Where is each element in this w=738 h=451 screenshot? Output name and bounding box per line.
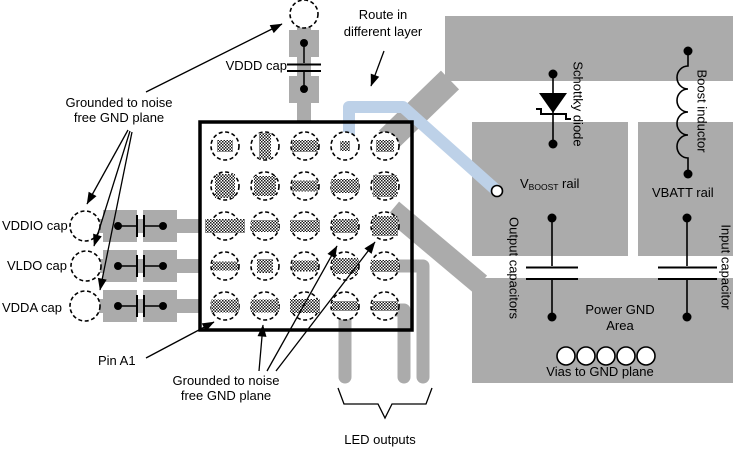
arrow-to-gnd-pad-2 (266, 245, 338, 372)
arrow-to-gnd-pad-3 (275, 241, 376, 372)
diagonal-trace-gnd (384, 201, 488, 293)
power-gnd-plane (472, 278, 733, 383)
bga-pad-fill (292, 140, 318, 152)
power-gnd-area-label: Power GND Area (585, 302, 655, 333)
pin-a1-label: Pin A1 (98, 353, 136, 368)
arrow-to-vdda-via (97, 131, 133, 291)
bga-pad-fill (331, 179, 359, 193)
vboost-route-other-layer (343, 101, 502, 196)
output-capacitor-symbol (526, 213, 578, 322)
annotation-arrows (86, 23, 433, 420)
output-capacitors-label: Output capacitors (506, 217, 522, 319)
vldo-cap-symbol (114, 255, 167, 277)
bga-pad-fill (372, 301, 398, 311)
bga-pad-fill (373, 175, 397, 197)
schottky-diode-label: Schottky diode (570, 61, 586, 147)
vddio-cap-label: VDDIO cap (2, 218, 68, 233)
vddd-cap-footprint (289, 14, 319, 122)
vdda-cap-label: VDDA cap (2, 300, 62, 315)
vddio-cap-symbol (114, 215, 167, 237)
gnd-via (556, 346, 576, 366)
bga-pad-fill (371, 260, 399, 272)
vddio-gnd-via (69, 210, 101, 242)
led-outputs-brace (337, 387, 433, 420)
bga-pad-fill (211, 299, 239, 313)
boost-inductor-symbol (676, 46, 693, 179)
chip-outline (198, 120, 414, 332)
vddd-gnd-via (289, 0, 319, 29)
arrow-to-vddio-via (86, 129, 129, 205)
bga-pad-fill (290, 299, 320, 313)
bga-pad-fill (212, 261, 238, 271)
arrow-to-gnd-pad-1 (257, 324, 267, 372)
bga-pad-fill (205, 219, 245, 233)
diagonal-trace-top (378, 70, 460, 150)
grounded-noise-label-bottom: Grounded to noise free GND plane (172, 373, 280, 403)
arrow-to-pin-a1 (145, 321, 215, 359)
bga-pad-fill (332, 258, 358, 274)
bga-pad-fill (251, 220, 279, 232)
vddd-cap-symbol (287, 39, 321, 93)
vboost-rail-label: VBOOST rail (520, 176, 580, 192)
vdda-gnd-via (69, 290, 101, 322)
vbatt-rail-label: VBATT rail (652, 185, 714, 200)
schottky-diode-symbol (536, 69, 571, 149)
led-outputs-label: LED outputs (344, 432, 416, 447)
vddd-cap-label: VDDD cap (225, 58, 287, 73)
grounded-noise-label-top: Grounded to noise free GND plane (65, 95, 173, 125)
vdda-cap-symbol (114, 295, 167, 317)
bga-pad-fill (251, 299, 279, 313)
bga-pad-fill (215, 174, 235, 198)
bga-pad-fill (292, 260, 318, 272)
gnd-via (636, 346, 656, 366)
vbatt-plane (638, 122, 733, 256)
bga-pad-fill (332, 301, 358, 311)
vboost-route-via (490, 184, 504, 198)
bga-pad-fill (332, 219, 358, 233)
boost-inductor-label: Boost inductor (694, 69, 710, 153)
input-capacitor-label: Input capacitor (718, 224, 734, 310)
route-different-layer-label: Route in different layer (343, 7, 423, 39)
arrow-to-blue-route (370, 50, 385, 87)
vldo-cap-label: VLDO cap (7, 258, 67, 273)
bga-pad-fill (340, 141, 350, 151)
bga-pad-grid (205, 131, 400, 321)
bga-pad-fill (376, 140, 394, 152)
input-capacitor-symbol (658, 213, 717, 322)
vldo-gnd-via (70, 250, 102, 282)
arrow-to-vldo-via (93, 130, 131, 247)
bga-pad-fill (217, 140, 233, 152)
gnd-via (596, 346, 616, 366)
bga-pad-fill (290, 220, 320, 232)
bga-pad-fill (292, 180, 318, 192)
gnd-plane-vias (556, 346, 656, 366)
bga-pad-fill (257, 259, 273, 273)
bga-pad-fill (254, 176, 276, 196)
bga-pad-fill (259, 133, 271, 159)
vias-to-gnd-label: Vias to GND plane (546, 364, 654, 379)
bga-pad-fill (372, 216, 398, 236)
gnd-via (576, 346, 596, 366)
gnd-via (616, 346, 636, 366)
arrow-to-vddd-via (145, 23, 283, 93)
